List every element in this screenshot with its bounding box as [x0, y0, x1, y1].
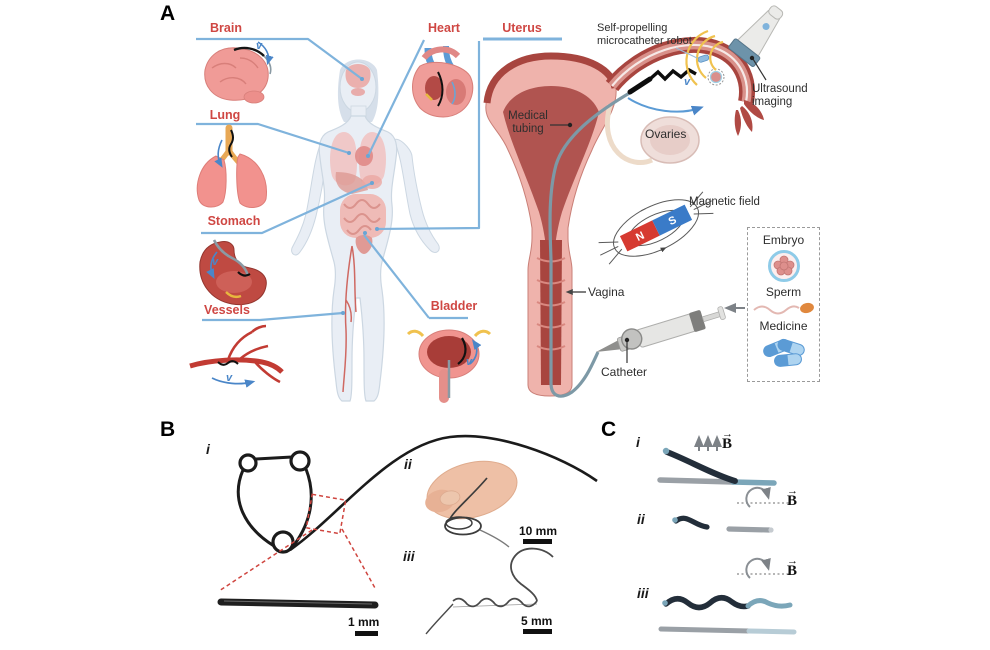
vessels-label: Vessels: [204, 303, 250, 317]
magnet-illustration: N S: [598, 191, 714, 265]
bladder-illustration: [406, 329, 492, 403]
b-field-vector-i: → B: [722, 428, 733, 452]
catheter-annotation: Catheter: [601, 365, 648, 379]
panel-c-label: C: [601, 418, 617, 441]
b-field-vector-ii: → B: [787, 485, 798, 509]
panel-c-item-ii: ii: [637, 511, 645, 527]
scalebar-10mm: [523, 539, 552, 544]
medicine-label: Medicine: [759, 319, 808, 333]
medical-tubing-annotation: Medical tubing: [508, 110, 548, 136]
ovaries-annotation: Ovaries: [645, 127, 687, 141]
panel-b-item-iii: iii: [403, 548, 415, 564]
c-iii-diagram: [658, 595, 797, 635]
vagina-annotation: Vagina: [588, 285, 625, 299]
embryo-icon: [767, 250, 800, 282]
rotation-axis-icon-ii: [737, 486, 791, 508]
fingertip-photo: [425, 460, 518, 548]
uterus-label: Uterus: [502, 21, 542, 35]
scalebar-5mm: [523, 629, 552, 634]
scalebar-label-5mm: 5 mm: [521, 614, 553, 628]
stomach-illustration: [199, 239, 267, 306]
heart-illustration: [412, 45, 474, 118]
velocity-label-stomach: v: [212, 256, 219, 268]
panel-c-item-i: i: [636, 434, 640, 450]
c-ii-diagram: [672, 515, 774, 533]
lung-illustration: [196, 124, 267, 208]
velocity-arrow: [627, 97, 704, 116]
microcatheter-loop-photo: [236, 434, 598, 554]
vector-arrow-icon: →: [722, 428, 733, 440]
microcatheter-robot: [627, 54, 725, 95]
bladder-label: Bladder: [430, 299, 478, 313]
panel-b-item-i: i: [206, 441, 210, 457]
vessels-illustration: [189, 324, 284, 388]
human-body-illustration: [291, 59, 440, 402]
sperm-icon: [752, 302, 814, 315]
rotation-axis-icon-iii: [737, 557, 791, 579]
c-i-diagram: [657, 447, 777, 486]
embryo-label: Embryo: [762, 233, 805, 247]
panel-b-artwork: [217, 434, 598, 635]
zoom-inset-marks: [218, 493, 376, 592]
scalebar-label-10mm: 10 mm: [519, 524, 558, 538]
panel-a-label: A: [160, 2, 176, 25]
panel-b-item-ii: ii: [404, 456, 412, 472]
brain-label: Brain: [210, 21, 242, 35]
callout-lines: [196, 37, 562, 322]
velocity-label-tube: v: [684, 76, 691, 88]
velocity-label-bladder: v: [466, 356, 473, 368]
magnetic-field-annotation: Magnetic field: [689, 196, 760, 208]
brain-illustration: [204, 41, 274, 104]
sperm-label: Sperm: [765, 285, 802, 299]
ultrasound-waves-icon: [685, 29, 724, 86]
magnified-wire-segment: [217, 598, 379, 609]
callout-endpoint-dots: [341, 77, 379, 315]
panel-a-artwork: N S: [189, 5, 784, 403]
magnet-south-label: S: [667, 214, 679, 228]
medicine-pills-icon: [762, 338, 805, 367]
scalebar-1mm: [355, 631, 378, 636]
panel-c-item-iii: iii: [637, 585, 649, 601]
helical-wire-photo: [425, 547, 554, 635]
magnetic-field-up-arrows-icon: [694, 435, 722, 451]
b-field-vector-iii: → B: [787, 555, 798, 579]
robot-annotation: Self-propelling microcatheter robot: [597, 22, 692, 47]
catheter-syringe-icon: [596, 306, 726, 352]
annotation-pointers: [550, 47, 767, 363]
vector-arrow-icon: →: [787, 485, 798, 497]
lung-label: Lung: [209, 108, 241, 122]
medical-tubing-line: [548, 89, 634, 398]
panel-c-artwork: [657, 435, 797, 635]
velocity-label-brain: v: [256, 40, 263, 52]
payload-legend: Embryo Sperm Medicine: [747, 227, 820, 382]
medicine-capsule-cargo: [697, 54, 710, 63]
ultrasound-annotation: Ultrasound imaging: [752, 83, 808, 109]
velocity-label-vessels: v: [226, 372, 233, 384]
scalebar-label-1mm: 1 mm: [348, 615, 380, 629]
vector-arrow-icon: →: [787, 555, 798, 567]
panel-b-label: B: [160, 418, 176, 441]
stomach-label: Stomach: [207, 214, 261, 228]
heart-label: Heart: [428, 21, 460, 35]
